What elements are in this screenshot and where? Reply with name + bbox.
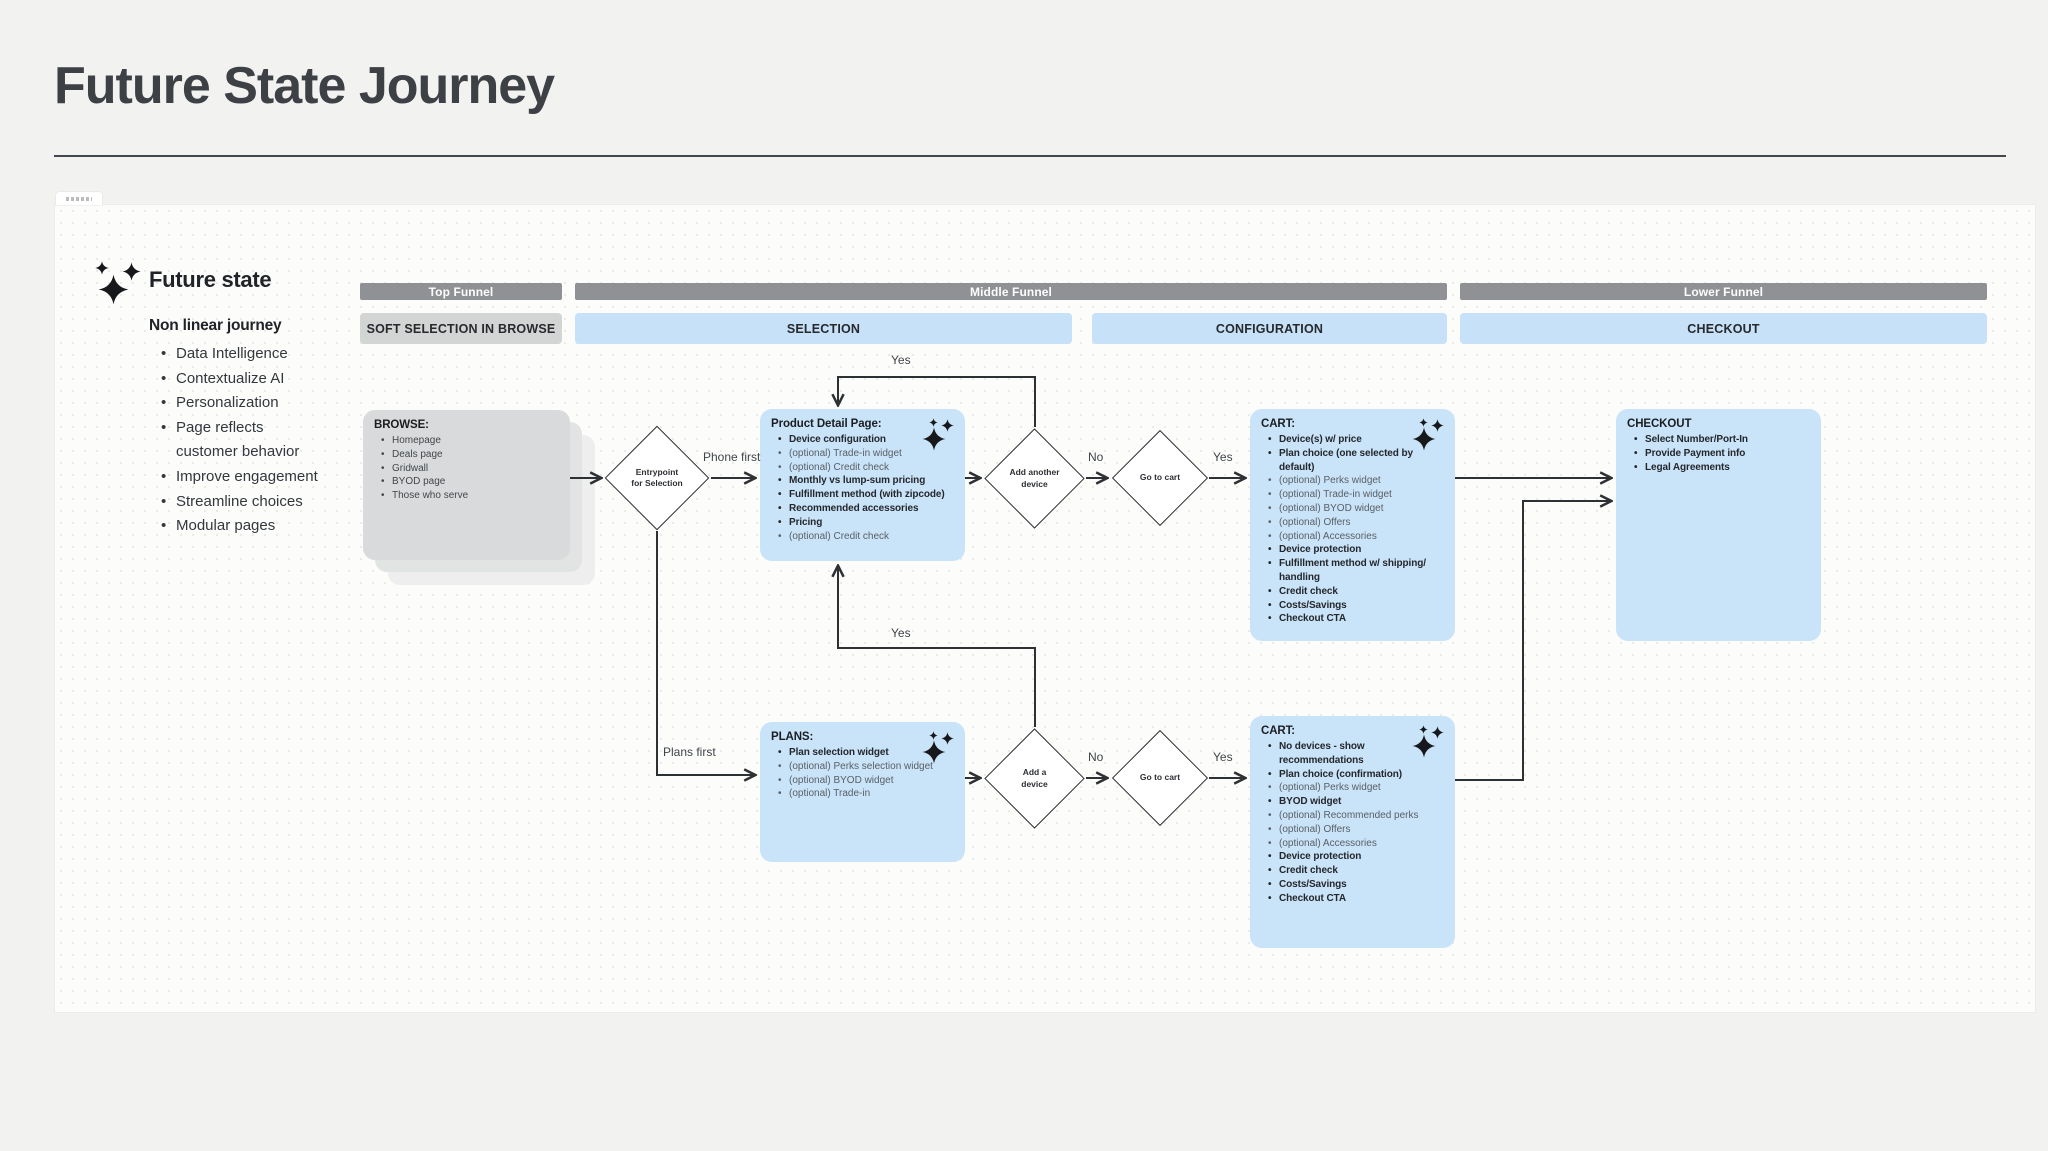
list-item: Plan choice (confirmation) (1268, 768, 1444, 782)
list-item: Device(s) w/ price (1268, 433, 1444, 447)
list-item: Checkout CTA (1268, 612, 1444, 626)
list-item: Legal Agreements (1634, 461, 1810, 475)
stage-header-configuration[interactable]: CONFIGURATION (1092, 313, 1447, 344)
list-item: Fulfillment method (with zipcode) (778, 488, 954, 502)
diamond-go-to-cart-bottom[interactable]: Go to cart (1111, 729, 1209, 827)
box-title: BROWSE: (374, 419, 429, 431)
label-no-bottom: No (1088, 750, 1104, 764)
list-item: Select Number/Port-In (1634, 433, 1810, 447)
list-item: Monthly vs lump-sum pricing (778, 474, 954, 488)
label-yes-bottom: Yes (1213, 750, 1233, 764)
list-item: (optional) Credit check (778, 530, 954, 544)
list-item: Checkout CTA (1268, 892, 1444, 906)
list-item: No devices - show recommendations (1268, 740, 1444, 768)
list-item: (optional) Recommended perks (1268, 809, 1444, 823)
legend-item: Page reflects customer behavior (159, 416, 318, 465)
diamond-label: Go to cart (1139, 772, 1181, 783)
cart-box-plans[interactable]: CART: No devices - show recommendations … (1250, 716, 1455, 948)
list-item: Homepage (381, 434, 559, 448)
list-item: Costs/Savings (1268, 599, 1444, 613)
checkout-box[interactable]: CHECKOUT Select Number/Port-In Provide P… (1616, 409, 1821, 641)
stage-header-checkout[interactable]: CHECKOUT (1460, 313, 1987, 344)
list-item: Device configuration (778, 433, 954, 447)
diamond-add-another-device[interactable]: Add another device (984, 428, 1085, 529)
legend-item: Contextualize AI (159, 367, 318, 392)
list-item: (optional) Trade-in widget (778, 447, 954, 461)
list-item: Provide Payment info (1634, 447, 1810, 461)
box-title: CART: (1261, 418, 1295, 430)
label-plans-first: Plans first (663, 745, 716, 759)
list-item: Pricing (778, 516, 954, 530)
list-item: (optional) Offers (1268, 516, 1444, 530)
list-item: Recommended accessories (778, 502, 954, 516)
list-item: Plan choice (one selected by default) (1268, 447, 1444, 475)
diamond-label: Entrypoint for Selection (631, 466, 683, 488)
list-item: (optional) Perks widget (1268, 474, 1444, 488)
funnel-bar-middle[interactable]: Middle Funnel (575, 283, 1447, 300)
list-item: (optional) Perks widget (1268, 781, 1444, 795)
cart-box-devices[interactable]: CART: Device(s) w/ price Plan choice (on… (1250, 409, 1455, 641)
list-item: Credit check (1268, 585, 1444, 599)
list-item: (optional) BYOD widget (778, 774, 954, 788)
diamond-label: Add another device (1009, 467, 1060, 489)
list-item: (optional) BYOD widget (1268, 502, 1444, 516)
legend-item: Improve engagement (159, 465, 318, 490)
box-title: PLANS: (771, 731, 814, 743)
page-title: Future State Journey (54, 57, 555, 115)
title-divider (54, 155, 2006, 157)
legend-list: Data Intelligence Contextualize AI Perso… (159, 342, 335, 539)
list-item: (optional) Trade-in widget (1268, 488, 1444, 502)
legend: Future state Non linear journey Data Int… (95, 261, 335, 539)
list-item: (optional) Offers (1268, 823, 1444, 837)
stage-header-soft-selection[interactable]: SOFT SELECTION IN BROWSE (360, 313, 562, 344)
list-item: Device protection (1268, 543, 1444, 557)
list-item: Those who serve (381, 489, 559, 503)
diamond-add-a-device[interactable]: Add a device (984, 728, 1085, 829)
stage-header-selection[interactable]: SELECTION (575, 313, 1072, 344)
funnel-bar-top[interactable]: Top Funnel (360, 283, 562, 300)
canvas-corner-tab[interactable] (56, 192, 102, 205)
diagram-canvas[interactable]: Future state Non linear journey Data Int… (55, 192, 2035, 1012)
browse-box[interactable]: BROWSE: Homepage Deals page Gridwall BYO… (363, 410, 570, 560)
list-item: Costs/Savings (1268, 878, 1444, 892)
product-detail-page-box[interactable]: Product Detail Page: Device configuratio… (760, 409, 965, 561)
label-yes-loop-bottom: Yes (891, 626, 911, 640)
list-item: (optional) Accessories (1268, 837, 1444, 851)
list-item: (optional) Credit check (778, 461, 954, 475)
legend-item: Personalization (159, 391, 318, 416)
legend-item: Data Intelligence (159, 342, 318, 367)
legend-subtitle: Non linear journey (149, 317, 282, 334)
diamond-label: Add a device (1021, 767, 1048, 789)
label-yes-loop-top: Yes (891, 353, 911, 367)
box-title: CHECKOUT (1627, 418, 1692, 430)
list-item: Credit check (1268, 864, 1444, 878)
list-item: (optional) Accessories (1268, 530, 1444, 544)
diamond-label: Go to cart (1139, 472, 1181, 483)
list-item: Plan selection widget (778, 746, 954, 760)
sparkles-icon (95, 261, 141, 312)
list-item: Gridwall (381, 462, 559, 476)
plans-box[interactable]: PLANS: Plan selection widget (optional) … (760, 722, 965, 862)
list-item: Deals page (381, 448, 559, 462)
box-title: CART: (1261, 725, 1295, 737)
list-item: BYOD page (381, 475, 559, 489)
label-no-top: No (1088, 450, 1104, 464)
list-item: (optional) Trade-in (778, 787, 954, 801)
legend-item: Modular pages (159, 514, 318, 539)
list-item: BYOD widget (1268, 795, 1444, 809)
list-item: Device protection (1268, 850, 1444, 864)
legend-title: Future state (149, 267, 272, 292)
label-phone-first: Phone first (703, 450, 761, 464)
list-item: Fulfillment method w/ shipping/ handling (1268, 557, 1444, 585)
list-item: (optional) Perks selection widget (778, 760, 954, 774)
legend-item: Streamline choices (159, 490, 318, 515)
funnel-bar-lower[interactable]: Lower Funnel (1460, 283, 1987, 300)
diamond-go-to-cart-top[interactable]: Go to cart (1111, 429, 1209, 527)
diamond-entrypoint-for-selection[interactable]: Entrypoint for Selection (604, 425, 710, 531)
label-yes-top: Yes (1213, 450, 1233, 464)
